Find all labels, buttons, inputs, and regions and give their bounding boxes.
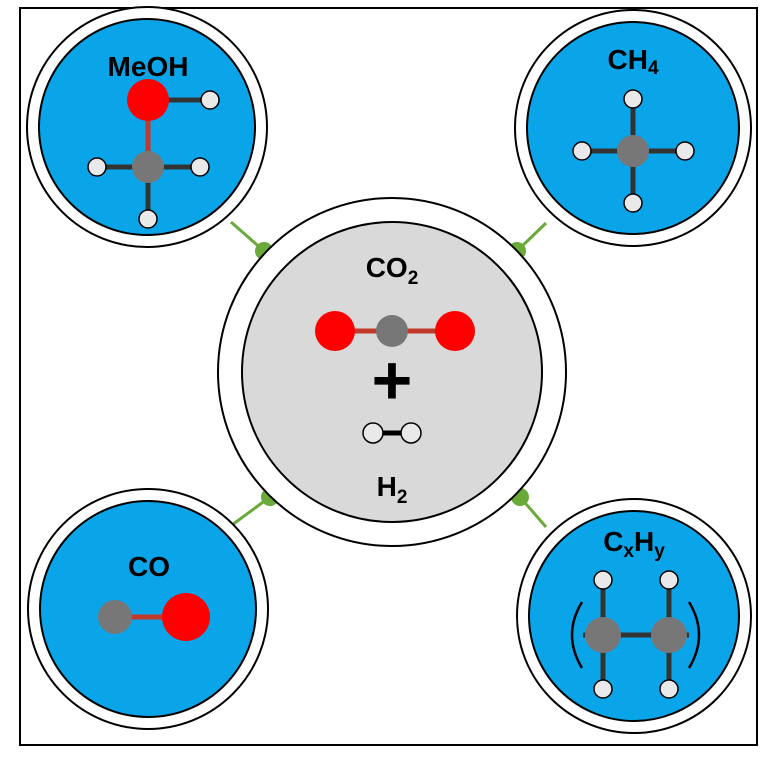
meoh-hydrogen-atom [190, 157, 210, 177]
center-inner-disc [241, 221, 543, 523]
co-node: CO [27, 488, 269, 730]
h2-label: H2 [377, 471, 408, 508]
co-carbon-atom [98, 600, 132, 634]
ch4-label: CH4 [607, 44, 658, 79]
h2-hydrogen-left-atom [362, 422, 384, 444]
meoh-label: MeOH [108, 51, 189, 82]
meoh-node: MeOH [26, 6, 268, 248]
center-node: CO2 + H2 [217, 197, 567, 547]
co-inner-disc [39, 500, 257, 718]
cxhy-node: CxHy [516, 498, 752, 734]
co2-oxygen-left-atom [315, 311, 355, 351]
meoh-hydrogen-atom [138, 209, 158, 229]
cxhy-hydrogen-atom [593, 570, 613, 590]
ch4-carbon-atom [617, 135, 649, 167]
cxhy-bracket-right [687, 601, 701, 669]
ch4-hydrogen-atom [623, 193, 643, 213]
meoh-hydrogen-atom [200, 90, 220, 110]
cxhy-hydrogen-atom [593, 679, 613, 699]
ch4-hydrogen-atom [572, 141, 592, 161]
ch4-hydrogen-atom [623, 89, 643, 109]
co2-label: CO2 [366, 252, 419, 289]
co-label: CO [128, 551, 170, 582]
cxhy-bracket-left [570, 601, 584, 669]
cxhy-carbon-atom [585, 617, 621, 653]
co-oxygen-atom [162, 593, 210, 641]
cxhy-hydrogen-atom [659, 570, 679, 590]
meoh-hydrogen-atom [87, 157, 107, 177]
cxhy-hydrogen-atom [659, 679, 679, 699]
cxhy-inner-disc [528, 510, 740, 722]
cxhy-label: CxHy [603, 526, 665, 562]
ch4-hydrogen-atom [675, 141, 695, 161]
cxhy-carbon-atom [651, 617, 687, 653]
co2-carbon-atom [376, 315, 408, 347]
plus-sign: + [372, 341, 413, 419]
h2-hydrogen-right-atom [400, 422, 422, 444]
meoh-carbon-atom [132, 151, 164, 183]
meoh-oxygen-atom [127, 79, 169, 121]
ch4-node: CH4 [514, 9, 752, 247]
co2-oxygen-right-atom [435, 311, 475, 351]
